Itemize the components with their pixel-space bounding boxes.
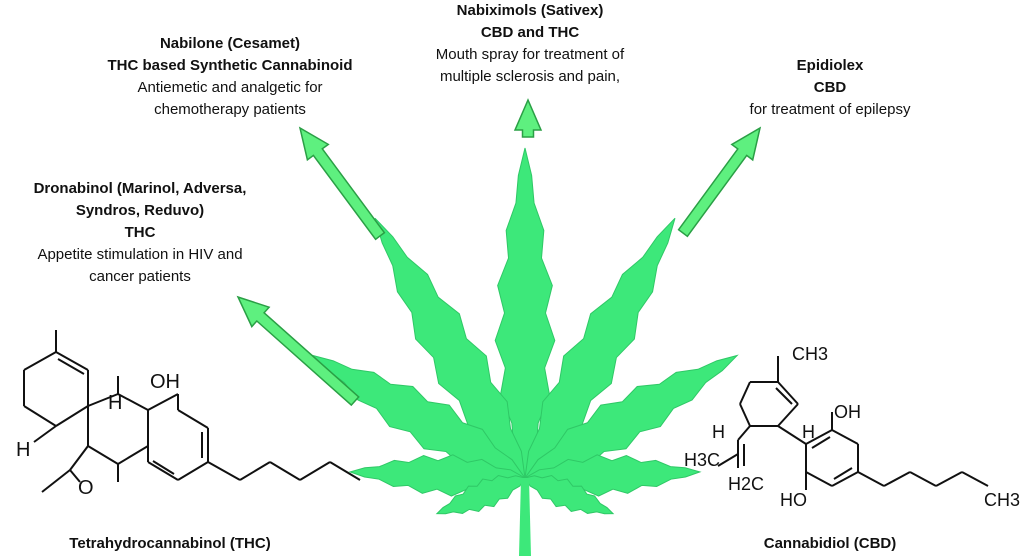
label-epidiolex: Epidiolex CBD for treatment of epilepsy — [710, 55, 950, 121]
dronabinol-name-line1: Dronabinol (Marinol, Adversa, — [33, 180, 247, 197]
arrows — [236, 98, 762, 407]
leaf-leaflet-right-4 — [524, 474, 614, 515]
cbd-ch3-tail-label: CH3 — [984, 490, 1020, 510]
arrow-to-nabilone — [298, 126, 386, 241]
thc-molecule-name: Tetrahydrocannabinol (THC) — [69, 535, 271, 552]
cannabis-leaf — [312, 147, 738, 556]
leaf-leaflet-left-1 — [374, 217, 526, 480]
cbd-oh-top-label: OH — [834, 402, 861, 422]
epidiolex-compound: CBD — [813, 79, 847, 96]
cbd-molecule-name: Cannabidiol (CBD) — [763, 535, 897, 552]
cbd-ch3-top-label: CH3 — [792, 344, 828, 364]
dronabinol-name-line2: Syndros, Reduvo) — [75, 202, 205, 219]
thc-o-label: O — [78, 477, 94, 499]
label-dronabinol: Dronabinol (Marinol, Adversa, Syndros, R… — [0, 178, 280, 288]
leaf-leaflet-right-1 — [524, 217, 676, 480]
arrow-to-epidiolex — [677, 126, 762, 238]
nabilone-use-line1: Antiemetic and analgetic for — [137, 79, 323, 96]
epidiolex-name: Epidiolex — [796, 57, 864, 74]
leaf-leaflet-center — [494, 147, 556, 480]
cbd-structure — [717, 356, 989, 490]
dronabinol-use-line1: Appetite stimulation in HIV and — [37, 246, 243, 263]
arrow-to-nabiximols — [513, 98, 543, 138]
nabilone-name: Nabilone (Cesamet) — [159, 35, 301, 52]
nabiximols-use-line2: multiple sclerosis and pain, — [439, 68, 621, 85]
thc-h-left-label: H — [16, 439, 30, 461]
nabiximols-name: Nabiximols (Sativex) — [456, 2, 604, 19]
dronabinol-use-line2: cancer patients — [89, 268, 191, 285]
thc-h-top-label: H — [108, 392, 122, 414]
nabilone-compound: THC based Synthetic Cannabinoid — [107, 57, 353, 74]
cbd-ho-label: HO — [780, 490, 807, 510]
nabiximols-use-line1: Mouth spray for treatment of — [435, 46, 625, 63]
label-nabilone: Nabilone (Cesamet) THC based Synthetic C… — [60, 33, 400, 121]
nabilone-use-line2: chemotherapy patients — [154, 101, 306, 118]
thc-oh-label: OH — [150, 371, 180, 393]
leaf-stem — [519, 478, 531, 556]
cbd-h-right-label: H — [802, 422, 815, 442]
thc-structure — [23, 330, 361, 493]
leaf-leaflet-right-2 — [523, 354, 738, 479]
leaf-leaflet-left-4 — [436, 474, 526, 515]
cbd-h2c-label: H2C — [728, 474, 764, 494]
nabiximols-compound: CBD and THC — [480, 24, 580, 41]
cbd-h3c-label: H3C — [684, 450, 720, 470]
cbd-h-left-label: H — [712, 422, 725, 442]
dronabinol-compound: THC — [124, 224, 156, 241]
arrow-to-dronabinol — [236, 295, 360, 407]
epidiolex-use: for treatment of epilepsy — [749, 101, 911, 118]
label-nabiximols: Nabiximols (Sativex) CBD and THC Mouth s… — [380, 0, 680, 88]
